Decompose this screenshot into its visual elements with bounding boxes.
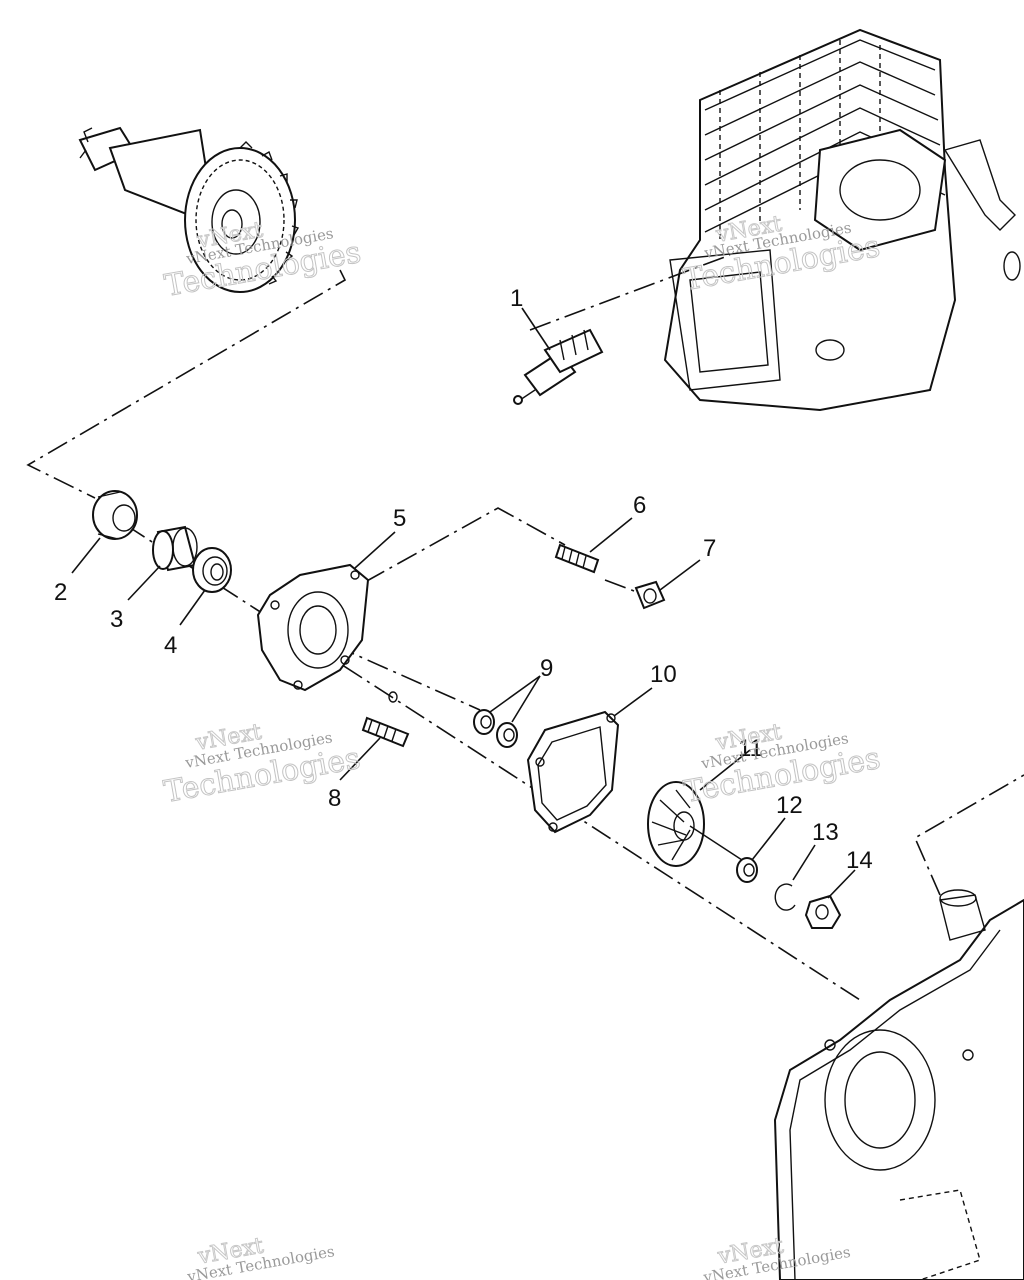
callout-5: 5 <box>393 505 406 532</box>
callout-1: 1 <box>510 285 523 312</box>
part-3-bearing <box>152 525 198 572</box>
shaft-gear-assembly <box>78 126 300 293</box>
watermark-top-left: vNext vNext Technologies Technologies <box>161 217 364 304</box>
part-4-seal <box>192 547 232 593</box>
callout-11: 11 <box>738 735 763 762</box>
callout-8: 8 <box>328 785 341 812</box>
part-9-washers <box>473 709 518 748</box>
callout-3: 3 <box>110 606 123 633</box>
part-7-nut <box>634 580 666 610</box>
part-10-gasket <box>526 710 620 834</box>
part-6-stud <box>554 543 600 574</box>
callout-7: 7 <box>703 535 716 562</box>
part-8-stud <box>361 716 410 748</box>
part-12-washer <box>736 857 758 883</box>
callout-13: 13 <box>812 819 839 846</box>
callout-14: 14 <box>846 847 873 874</box>
callout-12: 12 <box>776 792 803 819</box>
part-5-pump-housing <box>256 563 370 692</box>
crankcase <box>773 889 1024 1280</box>
callout-2: 2 <box>54 579 67 606</box>
part-11-impeller <box>647 781 743 867</box>
leader-lines <box>71 307 856 899</box>
watermark-mid-right: vNext vNext Technologies Technologies <box>681 719 884 810</box>
engine-cylinder <box>663 28 1021 412</box>
dowel-pin <box>388 691 398 703</box>
part-13-clip <box>774 883 796 911</box>
callout-4: 4 <box>164 632 177 659</box>
callout-labels: 1 2 3 4 5 6 7 8 9 10 11 12 13 14 <box>54 285 873 874</box>
part-14-nut <box>804 894 842 929</box>
watermark-bottom-left: vNext vNext Technologies <box>185 1233 336 1280</box>
callout-9: 9 <box>540 655 553 682</box>
part-2-bearing <box>92 490 138 540</box>
callout-10: 10 <box>650 661 677 688</box>
part-1-temperature-sensor <box>513 328 604 405</box>
callout-6: 6 <box>633 492 646 519</box>
